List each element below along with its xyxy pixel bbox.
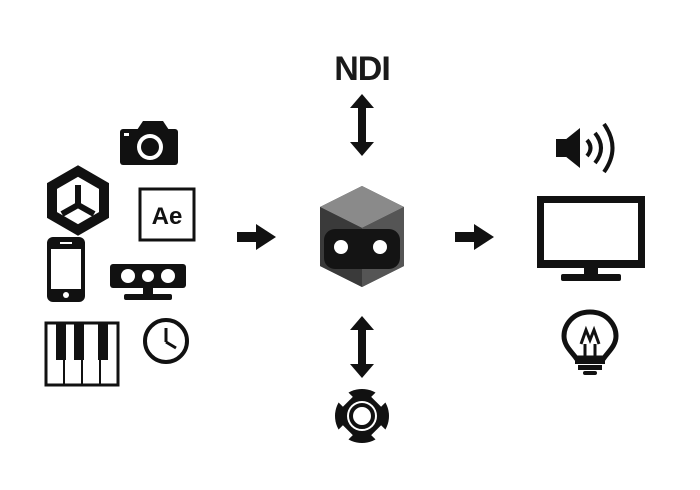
camera-icon: [120, 121, 178, 165]
ndi-bidirectional-arrow: [350, 94, 374, 156]
after-effects-icon: Ae: [138, 187, 196, 242]
after-effects-label: Ae: [152, 203, 183, 230]
monitor-icon: [537, 196, 645, 281]
ndi-label: NDI: [334, 50, 390, 88]
inputs-to-center-arrow: [237, 224, 276, 250]
speaker-icon: [556, 122, 615, 174]
clock-icon: [143, 318, 189, 364]
smartphone-icon: [47, 237, 85, 302]
center-to-outputs-arrow: [455, 224, 494, 250]
unity-icon-lines: [60, 185, 96, 217]
unity-icon: [47, 165, 109, 236]
piano-keyboard-icon: [44, 321, 120, 387]
lightbulb-icon: [561, 309, 619, 375]
cube-robot-logo-icon: [320, 186, 404, 287]
left-eye: [334, 240, 348, 254]
bottom-bidirectional-arrow: [350, 316, 374, 378]
lifebuoy-icon: [335, 389, 389, 443]
right-eye: [373, 240, 387, 254]
kinect-sensor-icon: [110, 264, 186, 300]
